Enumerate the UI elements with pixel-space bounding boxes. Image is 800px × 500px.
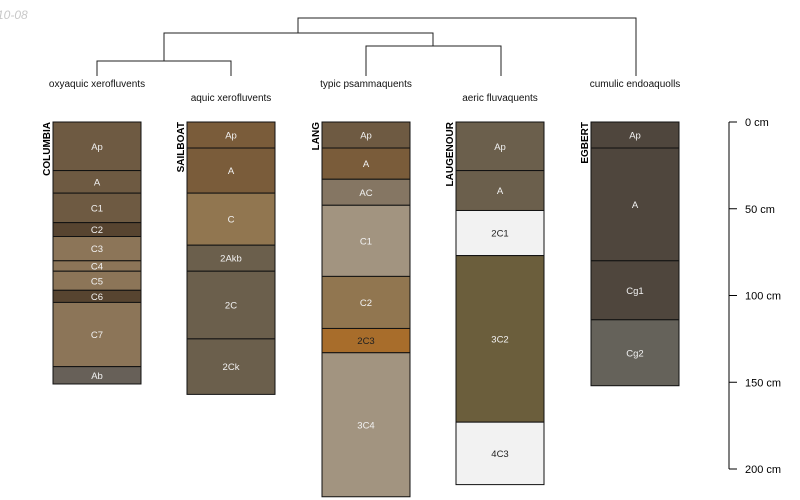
horizon — [590, 319, 680, 387]
horizon — [321, 327, 411, 354]
horizon-label: A — [94, 177, 101, 188]
dendrogram-branch-left — [163, 32, 434, 61]
taxon-label: aeric fluvaquents — [462, 93, 538, 104]
horizon — [186, 270, 276, 340]
horizon-label: 3C4 — [357, 420, 374, 431]
horizon-label: 3C2 — [491, 334, 508, 345]
horizon — [455, 170, 545, 211]
horizon — [455, 421, 545, 486]
horizon — [186, 192, 276, 246]
horizon-label: 2C3 — [357, 336, 374, 347]
horizon-label: A — [497, 186, 504, 197]
profile-id: LANG — [311, 122, 322, 151]
horizon-label: 2C — [225, 301, 237, 312]
horizon-label: C2 — [360, 298, 372, 309]
horizon-label: AC — [359, 188, 372, 199]
horizon — [590, 260, 680, 321]
horizon — [321, 204, 411, 277]
axis-tick-label: 200 cm — [745, 464, 781, 476]
horizon-label: 2C1 — [491, 229, 508, 240]
horizon-label: A — [632, 200, 639, 211]
horizon-label: C2 — [91, 225, 103, 236]
horizon — [186, 244, 276, 272]
horizon — [52, 236, 142, 262]
horizon-label: Cg1 — [626, 286, 643, 297]
horizon-label: Ab — [91, 371, 103, 382]
horizon-label: Ap — [360, 131, 372, 142]
horizon-label: C — [228, 215, 235, 226]
dendrogram-branch-aquents — [365, 45, 502, 76]
dendrogram-branch-xerofluvents — [96, 60, 232, 76]
horizon-label: Ap — [494, 142, 506, 153]
dendrogram-root — [297, 17, 637, 76]
horizon — [186, 147, 276, 194]
horizon — [186, 338, 276, 395]
horizon-label: 4C3 — [491, 449, 508, 460]
taxon-label: aquic xerofluvents — [191, 93, 272, 104]
depth-axis: 0 cm 50 cm 100 cm 150 cm 200 cm — [728, 117, 781, 476]
horizon-label: A — [228, 166, 235, 177]
profile-id: LAUGENOUR — [445, 121, 456, 186]
axis-tick-label: 0 cm — [745, 117, 769, 129]
taxon-label: oxyaquic xerofluvents — [49, 79, 145, 90]
date-stamp: 10-08 — [0, 8, 28, 22]
profile-id: COLUMBIA — [42, 122, 53, 176]
horizon — [52, 121, 142, 172]
horizon — [321, 178, 411, 206]
horizon — [321, 352, 411, 498]
horizon-label: Ap — [91, 142, 103, 153]
taxon-label: typic psammaquents — [320, 79, 412, 90]
horizon-label: C6 — [91, 292, 103, 303]
horizon-label: Ap — [225, 131, 237, 142]
horizon — [186, 121, 276, 149]
horizon-label: 2Akb — [220, 254, 242, 265]
horizon-label: C3 — [91, 244, 103, 255]
horizon-label: C5 — [91, 276, 103, 287]
horizon — [52, 366, 142, 385]
horizon — [321, 147, 411, 180]
taxon-label: cumulic endoaquolls — [590, 79, 681, 90]
horizon — [455, 255, 545, 423]
horizon — [590, 121, 680, 149]
profile-id: SAILBOAT — [176, 122, 187, 172]
horizon — [52, 301, 142, 368]
axis-tick-label: 100 cm — [745, 291, 781, 303]
axis-tick-label: 150 cm — [745, 377, 781, 389]
horizon — [590, 147, 680, 262]
horizon — [455, 209, 545, 257]
horizon-label: 2Ck — [223, 362, 240, 373]
horizon-label: Cg2 — [626, 348, 643, 359]
axis-tick-label: 50 cm — [745, 204, 775, 216]
horizon-label: C7 — [91, 330, 103, 341]
horizon-label: A — [363, 159, 370, 170]
horizon-label: Ap — [629, 131, 641, 142]
horizon — [52, 192, 142, 224]
horizon — [321, 275, 411, 329]
horizon — [321, 121, 411, 149]
dendrogram — [96, 17, 637, 76]
profile-id: EGBERT — [580, 122, 591, 164]
horizon-label: C1 — [360, 236, 372, 247]
horizon-label: C4 — [91, 262, 103, 273]
horizon-label: C1 — [91, 203, 103, 214]
